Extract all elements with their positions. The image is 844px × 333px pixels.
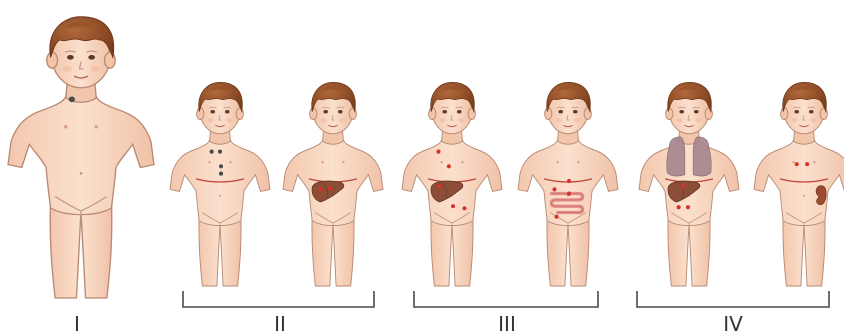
lesion-dot <box>567 192 571 196</box>
bracket-stage-iv <box>637 291 829 307</box>
lesion-dot <box>462 206 466 210</box>
lymph-node-dot <box>69 96 75 102</box>
stage-label-iv: IV <box>723 312 743 333</box>
lesion-dot <box>437 184 441 188</box>
lesion-dot <box>567 179 571 183</box>
lymph-node-dot <box>210 150 214 154</box>
figure-stage-iii-a <box>402 82 502 286</box>
stage-label-iii: III <box>498 312 516 333</box>
lymph-node-dot <box>219 172 223 176</box>
stage-label-ii: II <box>274 312 286 333</box>
lymph-node-dot <box>219 164 223 168</box>
lesion-dot <box>436 150 440 154</box>
figure-stage-iv-a <box>639 82 739 286</box>
stage-label-i: I <box>74 312 80 333</box>
figure-stage-ii-b <box>283 82 383 286</box>
lesion-dot <box>451 204 455 208</box>
lesion-dot <box>554 215 558 219</box>
lesion-dot <box>328 186 332 190</box>
lesion-dot <box>681 184 685 188</box>
figure-stage-ii-a <box>170 82 270 286</box>
lesion-dot <box>677 205 681 209</box>
figure-stage-iii-b <box>518 82 618 286</box>
figure-stage-i <box>8 17 154 298</box>
lesion-dot <box>447 164 451 168</box>
lesion-dot <box>805 162 809 166</box>
bracket-stage-iii <box>414 291 598 307</box>
lesion-dot <box>686 205 690 209</box>
lesion-dot <box>552 187 556 191</box>
bracket-stage-ii <box>183 291 374 307</box>
lymph-node-dot <box>218 150 222 154</box>
lesion-dot <box>795 162 799 166</box>
lesion-dot <box>318 187 322 191</box>
figure-stage-iv-b <box>754 82 844 286</box>
